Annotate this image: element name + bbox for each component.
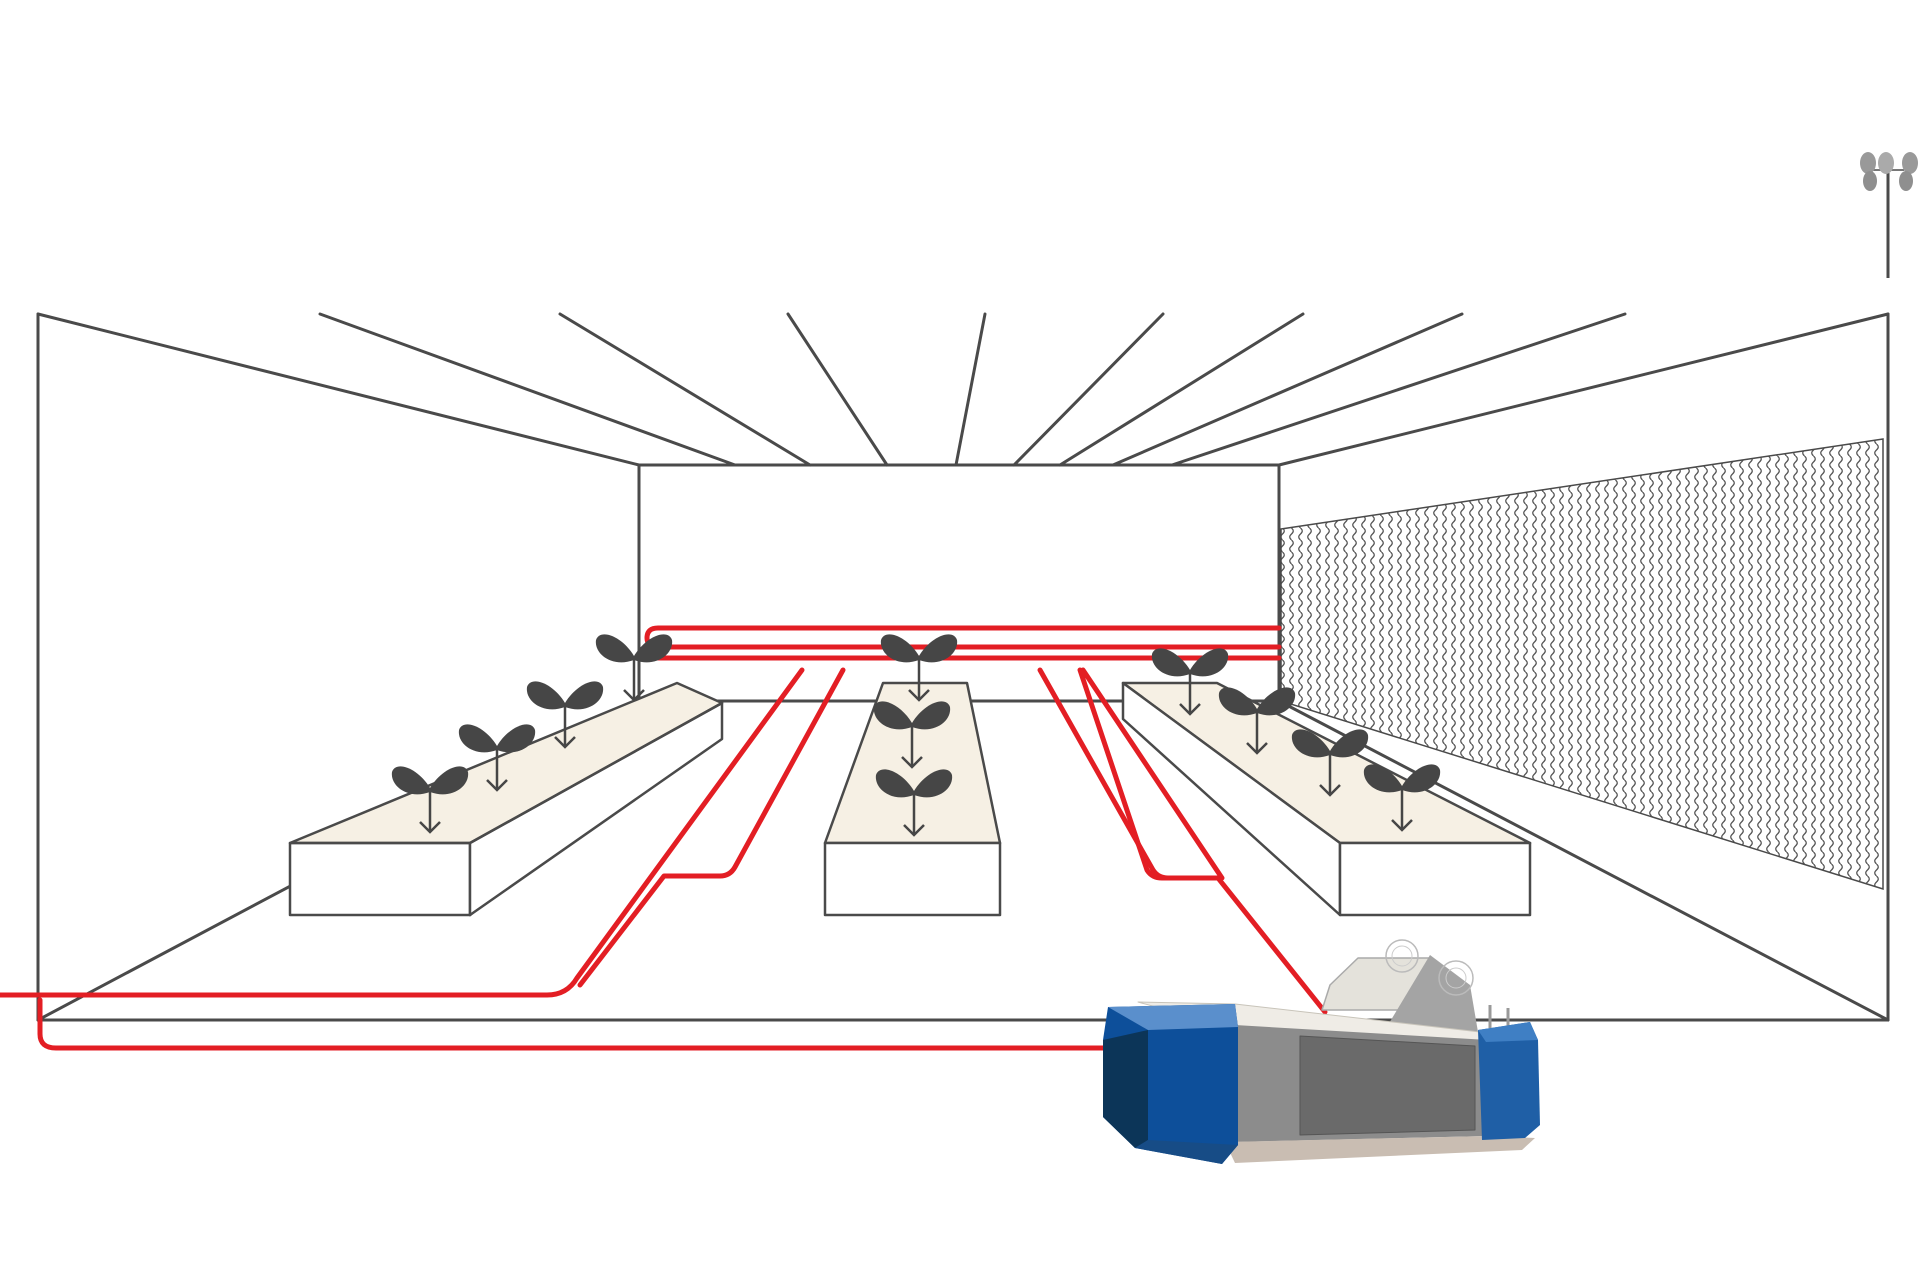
seedling-icon bbox=[458, 724, 536, 792]
bed-center bbox=[823, 681, 1002, 917]
seedling-icon bbox=[1291, 729, 1369, 797]
seedling-icon bbox=[595, 634, 673, 702]
seedling-icon bbox=[880, 634, 958, 702]
unit-panel bbox=[1299, 1035, 1476, 1136]
roof-beam bbox=[38, 280, 1888, 314]
bed-right bbox=[1121, 681, 1532, 917]
plants bbox=[391, 634, 1441, 837]
pipe-back-1 bbox=[644, 625, 1282, 650]
growing-beds bbox=[288, 681, 1532, 917]
seedling-icon bbox=[1151, 648, 1229, 716]
seedling-icon bbox=[875, 769, 953, 837]
seedling-icon bbox=[1363, 764, 1441, 832]
roof-ridge-1 bbox=[38, 102, 658, 278]
cooling-pad-wall bbox=[1280, 438, 1884, 891]
roof-ridge-2 bbox=[658, 102, 1277, 278]
floor-right-edge bbox=[1277, 699, 1890, 1022]
roof-vent-1 bbox=[158, 102, 350, 134]
pipe-right-feed bbox=[1037, 667, 1328, 1015]
anemometer-icon bbox=[1860, 152, 1918, 278]
climate-unit-icon bbox=[1103, 939, 1540, 1164]
unit-fan-housing bbox=[1388, 955, 1478, 1032]
unit-end-cap-right bbox=[1478, 1022, 1540, 1140]
unit-base bbox=[1225, 1136, 1535, 1163]
seedling-icon bbox=[873, 701, 951, 769]
pipe-left-inner bbox=[577, 667, 846, 988]
greenhouse-roof bbox=[38, 102, 1888, 314]
roof-vent-2 bbox=[775, 102, 968, 134]
seedling-icon bbox=[1218, 687, 1296, 755]
seedling-icon bbox=[391, 766, 469, 834]
pipe-return bbox=[37, 997, 1111, 1051]
bed-left bbox=[288, 681, 724, 917]
roof-ridge-3 bbox=[1277, 102, 1888, 278]
roof-vent-3 bbox=[1393, 102, 1585, 134]
greenhouse-frame bbox=[36, 312, 1890, 1022]
seedling-icon bbox=[526, 681, 604, 749]
pipe-left-outer bbox=[0, 667, 805, 998]
